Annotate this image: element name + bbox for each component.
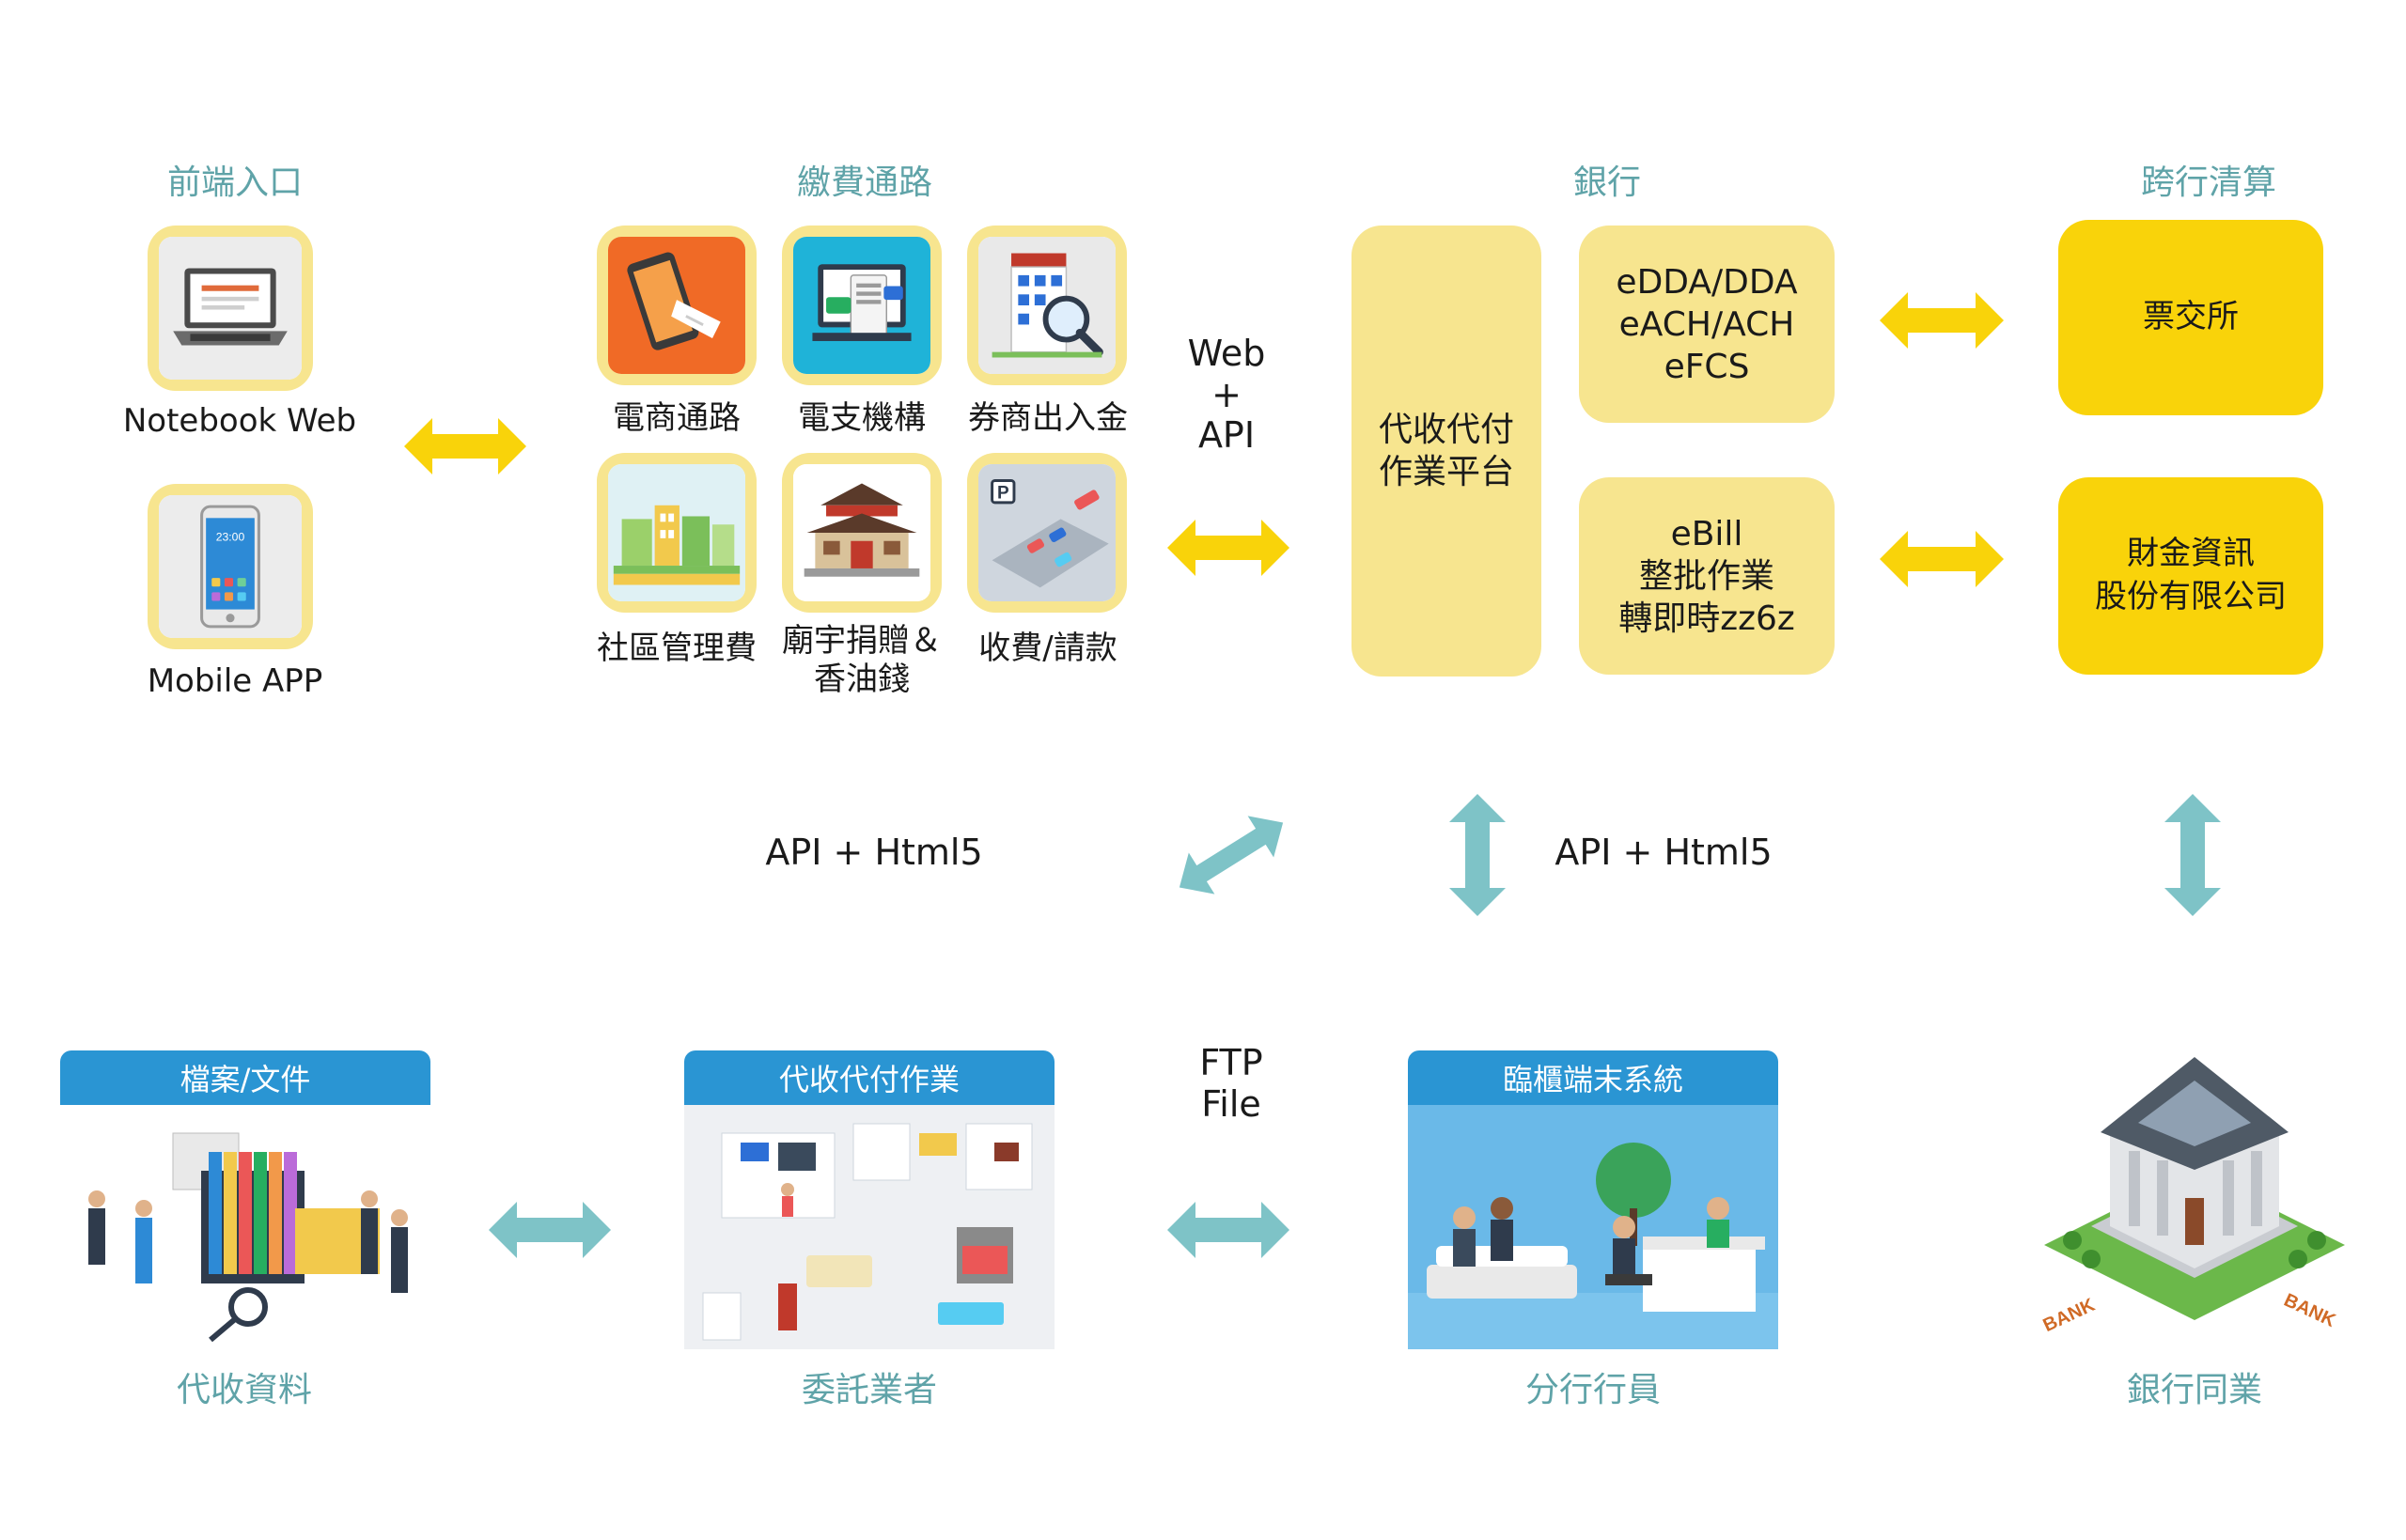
double-arrow-icon <box>1880 288 2004 353</box>
bank-sign-left: BANK <box>2040 1295 2099 1337</box>
files-card-header: 檔案/文件 <box>60 1050 430 1105</box>
channel-label-community: 社區管理費 <box>597 630 757 667</box>
channel-label-ecommerce: 電商通路 <box>613 399 741 437</box>
exchange-box: 票交所 <box>2058 220 2323 415</box>
exchange-label: 票交所 <box>2143 298 2239 336</box>
fisc-box: 財金資訊 股份有限公司 <box>2058 477 2323 675</box>
channel-tile-community <box>597 453 757 613</box>
files-caption: 代收資料 <box>176 1371 312 1409</box>
securities-icon <box>978 237 1116 374</box>
diagonal-double-arrow-icon <box>1170 808 1292 902</box>
vertical-double-arrow-icon <box>2160 794 2226 916</box>
double-arrow-icon <box>1167 515 1289 581</box>
svg-text:P: P <box>997 484 1009 504</box>
double-arrow-icon <box>489 1197 611 1263</box>
counter-illustration <box>1408 1105 1778 1349</box>
ecommerce-icon <box>608 237 745 374</box>
ebill-box: eBill 整批作業 轉即時zz6z <box>1579 477 1835 675</box>
section-title-bank: 銀行 <box>1572 163 1641 202</box>
vertical-double-arrow-icon <box>1445 794 1510 916</box>
api-html5-label-left: API + Html5 <box>765 832 983 873</box>
channel-tile-parking: P <box>967 453 1127 613</box>
section-title-clearing: 跨行清算 <box>2140 163 2276 202</box>
section-title-frontend: 前端入口 <box>166 163 303 202</box>
channel-tile-securities <box>967 226 1127 385</box>
bank-building-illustration: BANK BANK <box>2035 1038 2354 1358</box>
channel-label-parking: 收費/請款 <box>978 630 1117 667</box>
channel-tile-ecommerce <box>597 226 757 385</box>
ops-card-header: 代收代付作業 <box>684 1050 1055 1105</box>
svg-text:23:00: 23:00 <box>216 531 245 544</box>
channel-tile-temple <box>782 453 942 613</box>
bank-caption: 銀行同業 <box>2126 1371 2262 1409</box>
channel-label-securities: 券商出入金 <box>968 399 1128 437</box>
section-title-channels: 繳費通路 <box>796 163 932 202</box>
double-arrow-icon <box>1880 526 2004 592</box>
double-arrow-icon <box>1167 1197 1289 1263</box>
parking-icon: P <box>978 464 1116 601</box>
double-arrow-icon <box>404 413 526 479</box>
operations-icon <box>684 1105 1055 1349</box>
files-illustration <box>60 1105 430 1349</box>
web-api-label: Web + API <box>1187 333 1266 457</box>
channel-tile-epayment <box>782 226 942 385</box>
ops-illustration <box>684 1105 1055 1349</box>
laptop-icon <box>159 237 302 380</box>
bank-building-icon: BANK BANK <box>2040 1057 2345 1337</box>
documents-icon <box>88 1132 408 1343</box>
channel-label-temple: 廟宇捐贈＆ 香油錢 <box>782 622 942 698</box>
temple-icon <box>793 464 930 601</box>
community-icon <box>608 464 745 601</box>
counter-card-header: 臨櫃端末系統 <box>1408 1050 1778 1105</box>
notebook-tile <box>148 226 313 391</box>
e-payment-icon <box>793 237 930 374</box>
ops-caption: 委託業者 <box>801 1371 937 1409</box>
ftp-file-label: FTP File <box>1199 1042 1263 1125</box>
bank-sign-right: BANK <box>2281 1290 2339 1332</box>
collection-platform-box: 代收代付 作業平台 <box>1351 226 1541 677</box>
api-html5-label-right: API + Html5 <box>1555 832 1773 873</box>
ebill-label: eBill 整批作業 轉即時zz6z <box>1618 514 1795 638</box>
edda-label: eDDA/DDA eACH/ACH eFCS <box>1616 262 1798 386</box>
mobile-tile: 23:00 <box>148 484 313 649</box>
notebook-web-label: Notebook Web <box>122 402 357 440</box>
smartphone-icon: 23:00 <box>159 495 302 638</box>
fisc-label: 財金資訊 股份有限公司 <box>2095 535 2287 615</box>
channel-label-epayment: 電支機構 <box>798 399 926 437</box>
counter-caption: 分行行員 <box>1524 1371 1661 1409</box>
bank-counter-icon <box>1408 1105 1778 1349</box>
mobile-app-label: Mobile APP <box>147 662 323 700</box>
edda-box: eDDA/DDA eACH/ACH eFCS <box>1579 226 1835 423</box>
collection-platform-label: 代收代付 作業平台 <box>1378 411 1514 491</box>
